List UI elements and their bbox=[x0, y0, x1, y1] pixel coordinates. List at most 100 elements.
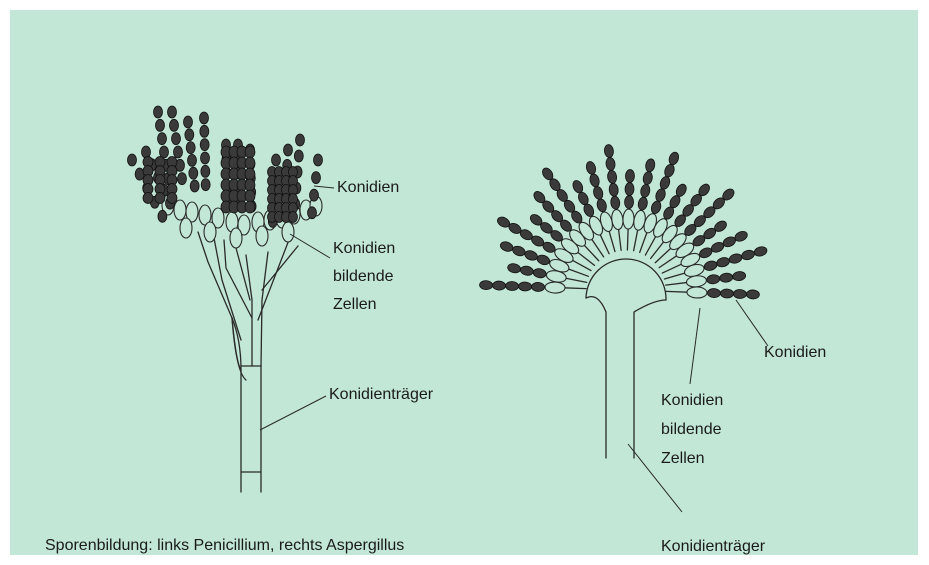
aspergillus-conidium bbox=[607, 170, 618, 184]
penicillium-conidium bbox=[200, 112, 209, 124]
penicillium-conidium bbox=[184, 116, 193, 128]
penicillium-conidium bbox=[284, 144, 293, 156]
aspergillus-conidium bbox=[520, 265, 534, 276]
penicillium-phialide bbox=[230, 228, 242, 248]
aspergillus-metula bbox=[565, 278, 587, 282]
penicillium-conidium bbox=[154, 106, 163, 118]
aspergillus-conidium bbox=[531, 282, 544, 291]
penicillium-label-forming-line1: Konidien bbox=[333, 240, 395, 258]
penicillium-conidium bbox=[245, 157, 255, 169]
aspergillus-conidium bbox=[511, 245, 526, 258]
penicillium-conidium bbox=[200, 125, 209, 137]
penicillium-conidium bbox=[185, 129, 194, 141]
penicillium-conidium bbox=[156, 119, 165, 131]
aspergillus-conidium bbox=[637, 196, 648, 210]
aspergillus-metula bbox=[640, 232, 648, 253]
aspergillus-conidium bbox=[479, 280, 492, 289]
penicillium-conidium bbox=[200, 139, 209, 151]
aspergillus-conidium bbox=[604, 144, 615, 158]
penicillium-branch bbox=[224, 240, 252, 318]
aspergillus-metula bbox=[572, 260, 591, 271]
leader-line bbox=[314, 186, 334, 188]
aspergillus-conidium bbox=[585, 160, 597, 175]
leader-line bbox=[260, 396, 326, 430]
aspergillus-conidium bbox=[732, 271, 746, 282]
aspergillus-conidium bbox=[625, 182, 634, 195]
aspergillus-conidium bbox=[650, 200, 663, 215]
aspergillus-metula bbox=[645, 236, 656, 255]
aspergillus-conidium bbox=[667, 151, 680, 166]
aspergillus-conidium bbox=[640, 184, 651, 198]
penicillium-branch bbox=[232, 318, 246, 380]
aspergillus-label-forming-line2: bildende bbox=[661, 421, 722, 439]
penicillium-conidium bbox=[296, 134, 305, 146]
penicillium-phialide bbox=[256, 226, 268, 246]
penicillium-conidium bbox=[245, 201, 255, 213]
aspergillus-conidium bbox=[746, 290, 759, 299]
penicillium-conidium bbox=[186, 142, 195, 154]
aspergillus-label-conidia: Konidien bbox=[764, 344, 826, 362]
penicillium-conidium bbox=[314, 154, 323, 166]
aspergillus-conidium bbox=[624, 195, 633, 208]
penicillium-phialide bbox=[180, 218, 192, 238]
aspergillus-conidium bbox=[706, 274, 720, 285]
aspergillus-conidium bbox=[505, 281, 518, 290]
aspergillus-conidium bbox=[596, 198, 608, 213]
aspergillus-metula bbox=[568, 269, 589, 277]
aspergillus-label-conidiophore: Konidienträger bbox=[661, 538, 765, 556]
penicillium-conidium bbox=[128, 154, 137, 166]
leader-line bbox=[690, 308, 700, 384]
penicillium-conidium bbox=[289, 212, 298, 223]
penicillium-label-conidia: Konidien bbox=[337, 179, 399, 197]
aspergillus-conidium bbox=[507, 263, 521, 274]
penicillium-conidium bbox=[312, 172, 321, 184]
aspergillus-metula bbox=[666, 291, 688, 292]
penicillium-conidium bbox=[174, 146, 183, 158]
penicillium-conidium bbox=[158, 210, 167, 222]
penicillium-conidium bbox=[143, 193, 153, 204]
aspergillus-conidium bbox=[720, 289, 733, 298]
aspergillus-conidium bbox=[610, 196, 621, 210]
aspergillus-conidium bbox=[532, 268, 546, 279]
penicillium-conidium bbox=[310, 189, 319, 201]
penicillium-phialide bbox=[282, 222, 294, 242]
penicillium-label-conidiophore: Konidienträger bbox=[329, 386, 433, 404]
aspergillus-conidium bbox=[753, 245, 768, 257]
aspergillus-conidium bbox=[492, 281, 505, 290]
aspergillus-conidium bbox=[707, 288, 720, 297]
penicillium-conidium bbox=[168, 106, 177, 118]
penicillium-conidium bbox=[294, 150, 303, 162]
aspergillus-conidium bbox=[592, 185, 604, 200]
penicillium-conidium bbox=[245, 168, 255, 180]
aspergillus-metula bbox=[664, 273, 685, 279]
penicillium-conidium bbox=[178, 173, 187, 185]
aspergillus-vesicle bbox=[586, 259, 666, 300]
aspergillus-phialide bbox=[545, 282, 565, 294]
aspergillus-drawing bbox=[479, 144, 768, 458]
aspergillus-conidium bbox=[645, 158, 656, 172]
aspergillus-conidium bbox=[536, 253, 551, 266]
penicillium-stalk-left-edge bbox=[232, 318, 241, 492]
aspergillus-conidium bbox=[654, 187, 667, 202]
aspergillus-conidium bbox=[716, 256, 731, 268]
aspergillus-conidium bbox=[741, 249, 756, 261]
aspergillus-conidium bbox=[663, 163, 676, 178]
penicillium-conidium bbox=[170, 119, 179, 131]
aspergillus-metula bbox=[662, 264, 682, 273]
aspergillus-phialide bbox=[623, 209, 635, 229]
aspergillus-metula bbox=[627, 228, 628, 250]
aspergillus-metula bbox=[600, 234, 609, 254]
figure-caption: Sporenbildung: links Penicillium, rechts… bbox=[45, 537, 404, 555]
aspergillus-conidium bbox=[733, 289, 746, 298]
aspergillus-metula bbox=[634, 229, 638, 251]
aspergillus-conidium bbox=[659, 175, 672, 190]
leader-line bbox=[290, 234, 330, 258]
aspergillus-conidium bbox=[588, 173, 600, 188]
aspergillus-conidium bbox=[523, 249, 538, 262]
aspergillus-conidium bbox=[642, 171, 653, 185]
aspergillus-stalk-left-edge bbox=[586, 297, 606, 458]
penicillium-conidium bbox=[272, 154, 281, 166]
penicillium-conidium bbox=[190, 180, 199, 192]
aspergillus-metula bbox=[609, 230, 615, 251]
